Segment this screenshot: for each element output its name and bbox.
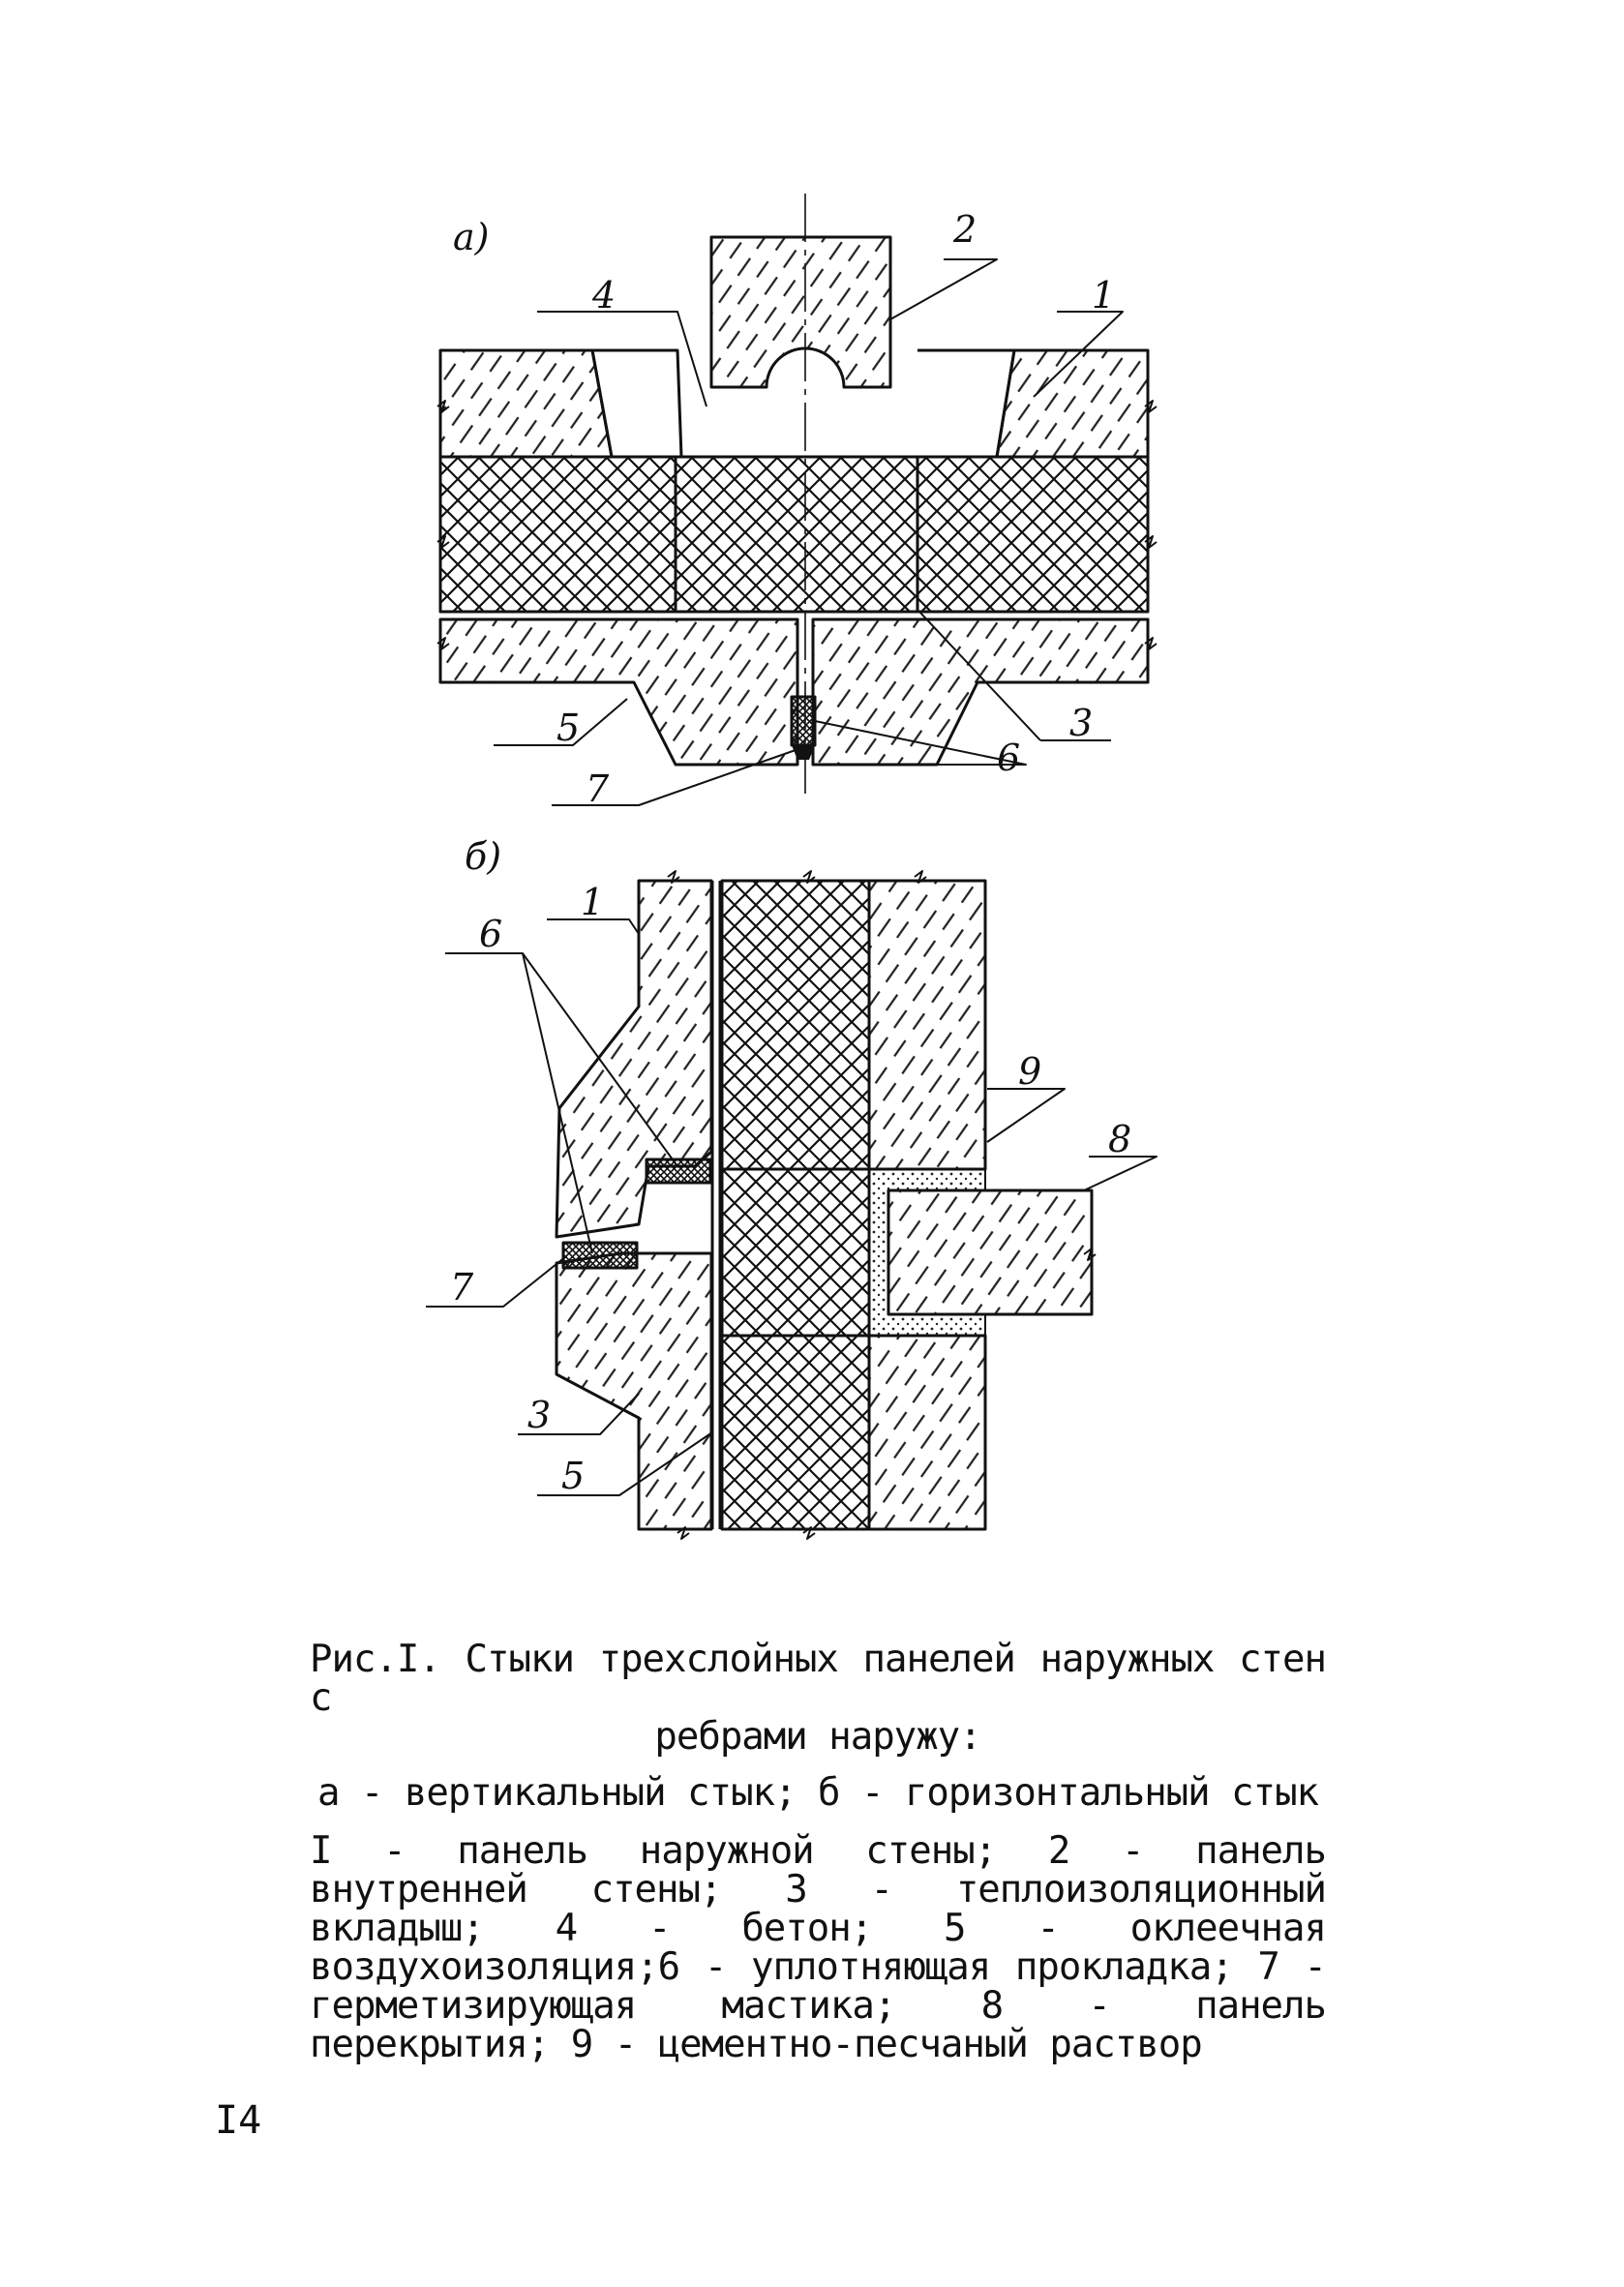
callout-a-6: 6 xyxy=(997,737,1020,779)
caption-title-line2: ребрами наружу: xyxy=(654,1715,981,1759)
callout-a-4: 4 xyxy=(591,274,616,316)
insulation-center xyxy=(674,455,919,614)
panel-b-drawing xyxy=(426,870,1158,1540)
inner-layer-lower xyxy=(867,1334,987,1531)
floor-slab xyxy=(887,1189,1094,1316)
outer-layer-right xyxy=(995,348,1150,459)
insulation-right xyxy=(916,455,1150,614)
label-panel-b: б) xyxy=(465,835,501,878)
gasket-lower xyxy=(561,1241,639,1270)
figure-drawing: а) 4 2 1 3 5 6 7 xyxy=(426,194,1158,1540)
caption-legend: I - панель наружной стены; 2 - панель вн… xyxy=(310,1829,1327,2066)
label-panel-a: а) xyxy=(453,216,489,258)
outer-rib-right xyxy=(811,617,1150,767)
callout-b-8: 8 xyxy=(1108,1118,1131,1160)
callout-b-9: 9 xyxy=(1018,1050,1041,1093)
outer-rib-left xyxy=(438,617,799,767)
callout-a-7: 7 xyxy=(586,767,610,810)
sealing-gasket xyxy=(790,695,817,747)
callout-a-3: 3 xyxy=(1069,702,1093,744)
insulation-left xyxy=(438,455,677,614)
callout-b-5: 5 xyxy=(561,1455,585,1497)
caption-title-line1: Рис.I. Стыки трехслойных панелей наружны… xyxy=(310,1638,1327,1720)
insulation-lower xyxy=(720,1334,871,1531)
callout-b-1: 1 xyxy=(581,881,604,923)
panel-a-drawing xyxy=(436,194,1158,806)
callout-b-6: 6 xyxy=(479,913,502,955)
callout-a-5: 5 xyxy=(556,707,580,749)
inner-wall-panel xyxy=(709,235,892,389)
insulation-mid xyxy=(720,1167,871,1338)
gasket-upper xyxy=(645,1158,712,1185)
figure-caption: Рис.I. Стыки трехслойных панелей наружны… xyxy=(310,1638,1327,2066)
inner-layer-upper xyxy=(867,879,987,1171)
callout-b-3: 3 xyxy=(527,1394,551,1436)
caption-subtitle: а - вертикальный стык; б - горизонтальны… xyxy=(316,1771,1319,1815)
sealant xyxy=(792,745,815,760)
callout-a-2: 2 xyxy=(952,208,977,251)
callout-b-7: 7 xyxy=(450,1266,474,1309)
callout-a-1: 1 xyxy=(1092,274,1115,316)
page-number: I4 xyxy=(215,2098,262,2143)
outer-layer-left xyxy=(438,348,614,459)
insulation-upper xyxy=(720,879,871,1171)
